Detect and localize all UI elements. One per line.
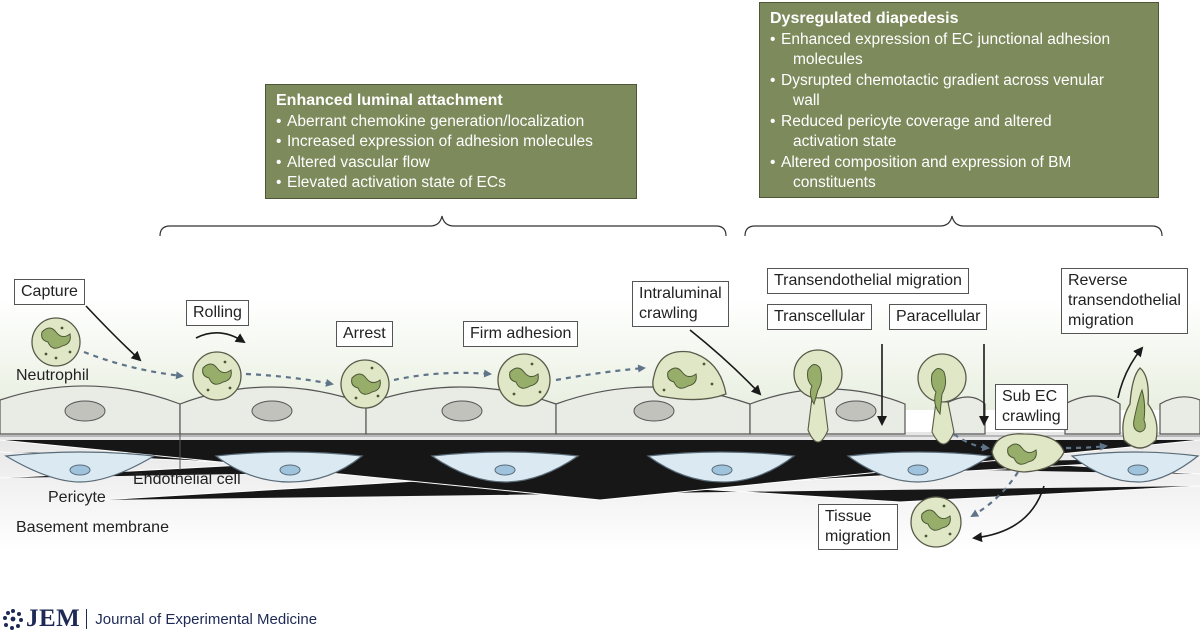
- luminal-attachment-box: Enhanced luminal attachment Aberrant che…: [265, 84, 637, 199]
- luminal-attachment-list: Aberrant chemokine generation/localizati…: [276, 112, 626, 194]
- luminal-attachment-title: Enhanced luminal attachment: [276, 92, 503, 109]
- footer-divider: [86, 609, 88, 629]
- list-item: Increased expression of adhesion molecul…: [276, 132, 626, 153]
- list-item: Altered composition and expression of BM…: [770, 153, 1148, 194]
- neutrophil-sub-ec-crawling: [991, 433, 1065, 473]
- neutrophil-rolling: [192, 351, 242, 401]
- arrest-label: Arrest: [336, 321, 393, 347]
- migration-path-arrows: [83, 350, 1108, 517]
- list-item: Reduced pericyte coverage and alteredact…: [770, 112, 1148, 153]
- list-item: Altered vascular flow: [276, 153, 626, 174]
- neutrophil-arrest: [340, 359, 390, 409]
- neutrophil-crawling: [652, 350, 727, 401]
- pericyte-label: Pericyte: [48, 489, 106, 506]
- neutrophil-transcellular: [793, 349, 843, 443]
- sub-ec-crawling-label: Sub EC crawling: [995, 384, 1068, 430]
- transendothelial-migration-label: Transendothelial migration: [767, 268, 969, 294]
- jem-dots-icon: [3, 609, 23, 630]
- list-item: Dysrupted chemotactic gradient across ve…: [770, 71, 1148, 112]
- tissue-migration-label: Tissue migration: [818, 504, 898, 550]
- jem-logo: JEM: [26, 605, 81, 632]
- luminal-bracket: [159, 215, 727, 237]
- neutrophil-label: Neutrophil: [16, 367, 89, 384]
- diapedesis-title: Dysregulated diapedesis: [770, 10, 959, 27]
- dysregulated-diapedesis-box: Dysregulated diapedesis Enhanced express…: [759, 2, 1159, 198]
- neutrophil-tissue-migration: [910, 496, 962, 548]
- diapedesis-list: Enhanced expression of EC junctional adh…: [770, 30, 1148, 194]
- neutrophil-capture: [31, 317, 81, 367]
- journal-footer: JEM Journal of Experimental Medicine: [0, 604, 317, 634]
- pericyte-nuclei: [69, 464, 1149, 476]
- endothelial-cell-label: Endothelial cell: [133, 471, 241, 488]
- journal-name: Journal of Experimental Medicine: [95, 610, 318, 628]
- capture-label: Capture: [14, 279, 85, 305]
- neutrophil-reverse-migration: [1122, 367, 1158, 449]
- list-item: Enhanced expression of EC junctional adh…: [770, 30, 1148, 71]
- paracellular-label: Paracellular: [889, 304, 988, 330]
- endothelial-cell: [1159, 396, 1200, 435]
- endothelial-nuclei: [64, 400, 877, 422]
- endothelial-cell: [1064, 395, 1121, 435]
- list-item: Aberrant chemokine generation/localizati…: [276, 112, 626, 133]
- neutrophil-paracellular: [917, 353, 967, 445]
- diapedesis-bracket: [744, 215, 1163, 237]
- intraluminal-crawling-label: Intraluminal crawling: [632, 281, 729, 327]
- neutrophil-firm-adhesion: [497, 353, 551, 407]
- endothelial-cell: [944, 396, 986, 435]
- transcellular-label: Transcellular: [767, 304, 872, 330]
- leukocyte-migration-diagram: [0, 215, 1200, 552]
- reverse-migration-label: Reverse transendothelial migration: [1061, 268, 1188, 334]
- list-item: Elevated activation state of ECs: [276, 173, 626, 194]
- endothelial-cell: [749, 388, 906, 435]
- basement-membrane-label: Basement membrane: [16, 519, 169, 536]
- process-arrows: [85, 305, 1144, 543]
- rolling-label: Rolling: [186, 300, 249, 326]
- firm-adhesion-label: Firm adhesion: [463, 321, 579, 347]
